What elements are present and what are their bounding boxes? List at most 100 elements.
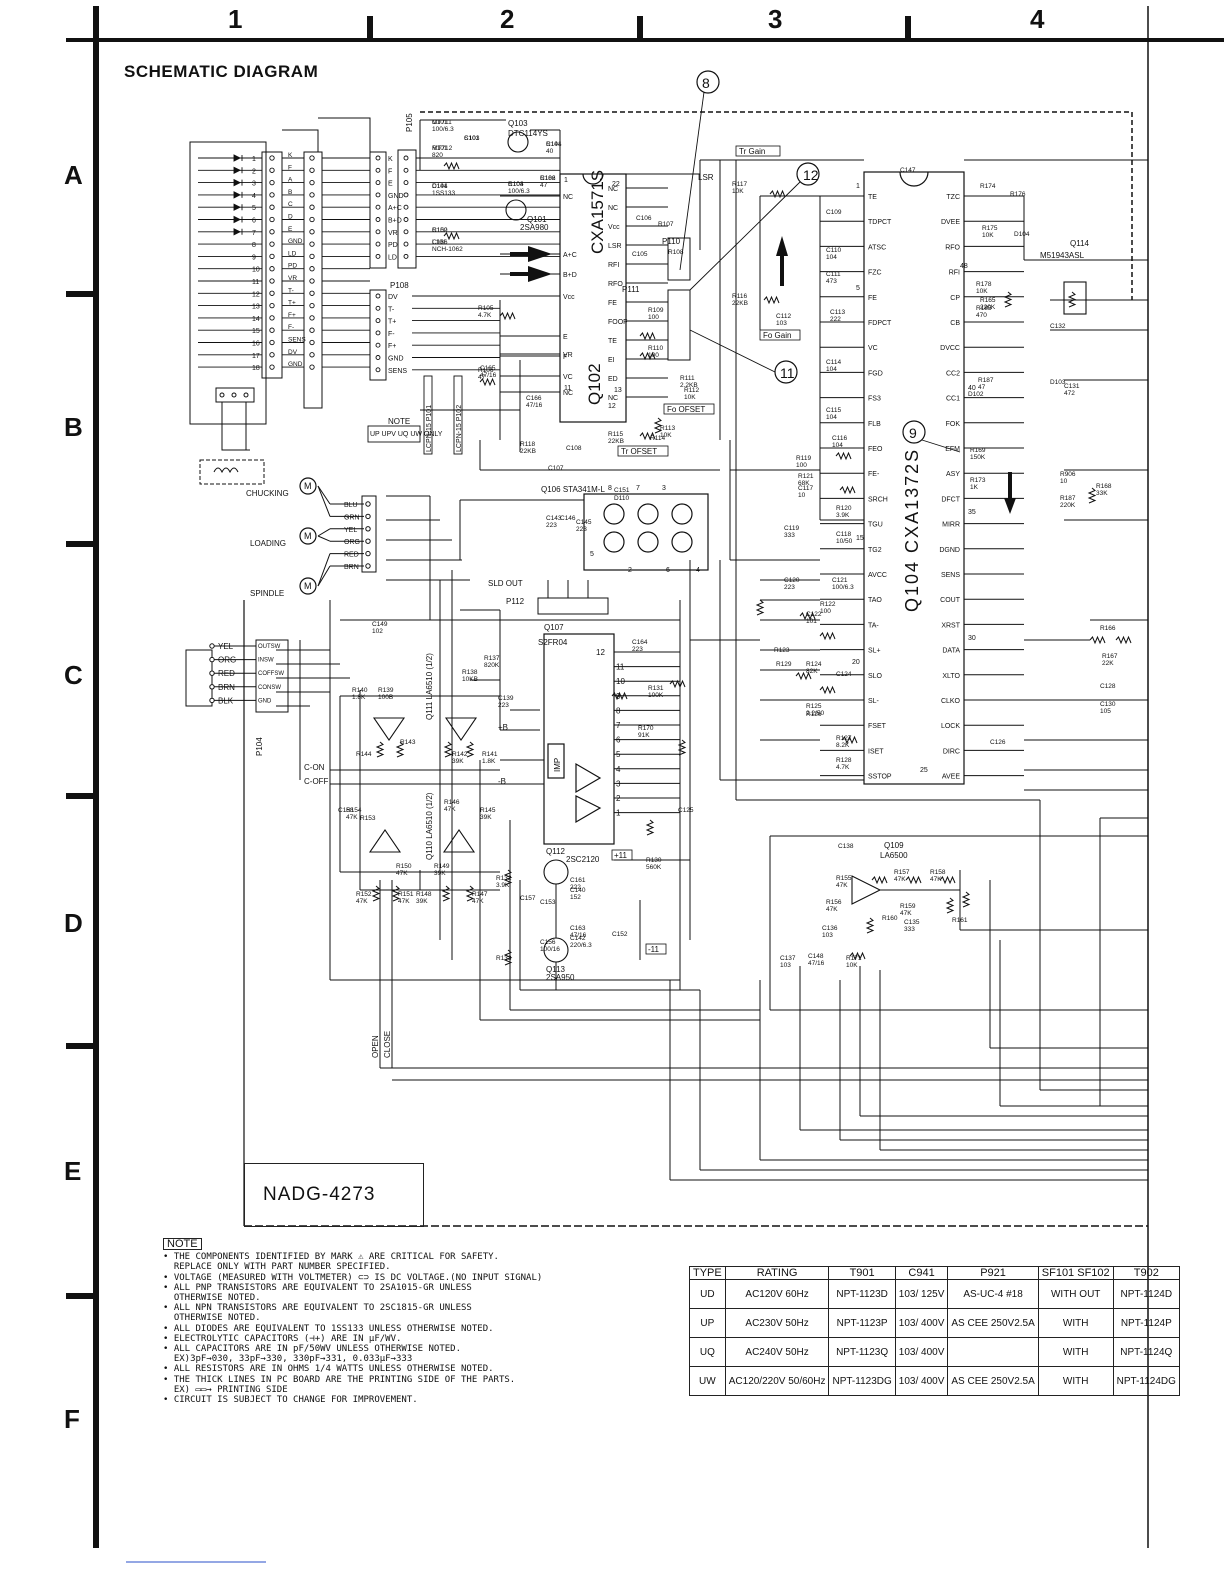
- q102-right-pin: FE: [608, 300, 617, 307]
- component-c152: C152: [612, 931, 628, 938]
- component-ref: R140: [352, 687, 368, 694]
- component-ref: R119: [796, 455, 811, 462]
- q104-right-pin: DVCC: [940, 345, 960, 352]
- component-r176: R176: [1010, 191, 1026, 198]
- net-c-off: C-OFF: [304, 777, 329, 786]
- ic-q107-pins: 121110987654321: [596, 648, 680, 818]
- component-c151: C151: [614, 487, 630, 494]
- q102-pin-number: 22: [612, 181, 620, 188]
- component-ref: R126: [806, 711, 822, 718]
- q104-right-pin: CB: [950, 320, 960, 327]
- ic-q104-right-pins: TZCDVEERFORFICPCBDVCCCC2CC1FOKEFMASYDFCT…: [939, 194, 1024, 781]
- component-value: 39K: [416, 898, 428, 905]
- component-value: 3.9K: [496, 882, 510, 889]
- jumper-note-text: UP UPV UQ UW ONLY: [370, 431, 443, 438]
- q104-left-pin: TE: [868, 194, 877, 201]
- note-line: OTHERWISE NOTED.: [163, 1313, 261, 1324]
- component-ref: R154: [346, 807, 362, 814]
- component-ref: R147: [472, 891, 488, 898]
- connector-p111-label: P111: [622, 285, 640, 294]
- spec-cell: AC120/220V 50/60Hz: [724, 1366, 830, 1396]
- note-line: REPLACE ONLY WITH PART NUMBER SPECIFIED.: [163, 1262, 391, 1273]
- component-ref: R116: [732, 293, 747, 300]
- grid-row-c: C: [64, 660, 83, 690]
- p108-pin-label: T+: [388, 319, 396, 326]
- component-ref: C113: [830, 309, 845, 316]
- motor-label: CHUCKING: [246, 489, 289, 498]
- connector-p110-p111: [537, 237, 691, 615]
- component-ref: R178: [976, 281, 992, 288]
- component-ref: C138: [838, 843, 854, 850]
- q104-left-pin: TDPCT: [868, 219, 892, 226]
- component-value: 105: [1100, 708, 1111, 715]
- p108-pin-label: F-: [388, 331, 395, 338]
- motor-symbol: M: [304, 531, 312, 541]
- component-ref: R149: [434, 863, 450, 870]
- p101-pin-label: LD: [288, 250, 297, 257]
- q102-pin-number: 13: [614, 387, 622, 394]
- q104-left-pin: ISET: [868, 748, 884, 755]
- p101-pin-label: GND: [288, 361, 303, 368]
- ic-q107-imp: IMP: [553, 758, 562, 772]
- p101-pin-number: 5: [252, 205, 256, 212]
- component-ref: R112: [684, 387, 699, 394]
- callout-circles: [696, 70, 926, 444]
- component-value: 47: [540, 182, 548, 189]
- spec-cell: 103/ 400V: [894, 1366, 949, 1396]
- component-value: NCH-1062: [432, 246, 463, 253]
- component-c103: C103: [464, 135, 480, 142]
- component-value: 103: [780, 962, 791, 969]
- p101-pin-number: 7: [252, 230, 256, 237]
- opamp-q109: [851, 875, 882, 905]
- grid-row-d: D: [64, 908, 83, 938]
- q104-pin-number: 20: [852, 659, 860, 666]
- component-value: 47K: [900, 910, 912, 917]
- component-labels: C101100/6.3R101820C103C102R103R104D1011S…: [338, 119, 1118, 969]
- q102-right-pin: NC: [608, 205, 618, 212]
- component-c144: C144: [432, 183, 448, 190]
- component-value: 100: [648, 314, 659, 321]
- component-value: 10K: [976, 288, 988, 295]
- q104-right-pin: ASY: [946, 471, 960, 478]
- notes-lines: • THE COMPONENTS IDENTIFIED BY MARK ⚠ AR…: [163, 1252, 673, 1405]
- q104-right-pin: DGND: [939, 547, 960, 554]
- p101-pin-label: GND: [288, 238, 303, 245]
- component-ref: R129: [776, 661, 792, 668]
- component-ref: R120: [836, 505, 852, 512]
- net-minus-11: -11: [648, 945, 660, 954]
- component-ref: L101: [432, 239, 447, 246]
- component-value: 10KB: [462, 676, 478, 683]
- component-ref: R165: [980, 297, 996, 304]
- component-value: 1K: [970, 484, 979, 491]
- transistor-q112: Q112: [546, 847, 566, 856]
- component-value: 104: [832, 442, 843, 449]
- component-value: 470: [976, 312, 987, 319]
- component-value: 10: [798, 492, 806, 499]
- component-value: 10K: [660, 432, 672, 439]
- notes-heading: NOTE: [163, 1238, 202, 1251]
- component-value: 103: [776, 320, 787, 327]
- component-d103: D103: [1050, 379, 1066, 386]
- component-r166: R166: [1100, 625, 1116, 632]
- component-value: 100: [648, 352, 659, 359]
- adjust-tr-gain: Tr Gain: [739, 147, 765, 156]
- q104-pin-number: 40: [968, 385, 976, 392]
- callout-8: 8: [702, 75, 710, 91]
- component-value: 220K: [1060, 502, 1076, 509]
- component-value: 560K: [646, 864, 662, 871]
- q104-right-pin: DVEE: [941, 219, 960, 226]
- component-value: 91K: [638, 732, 650, 739]
